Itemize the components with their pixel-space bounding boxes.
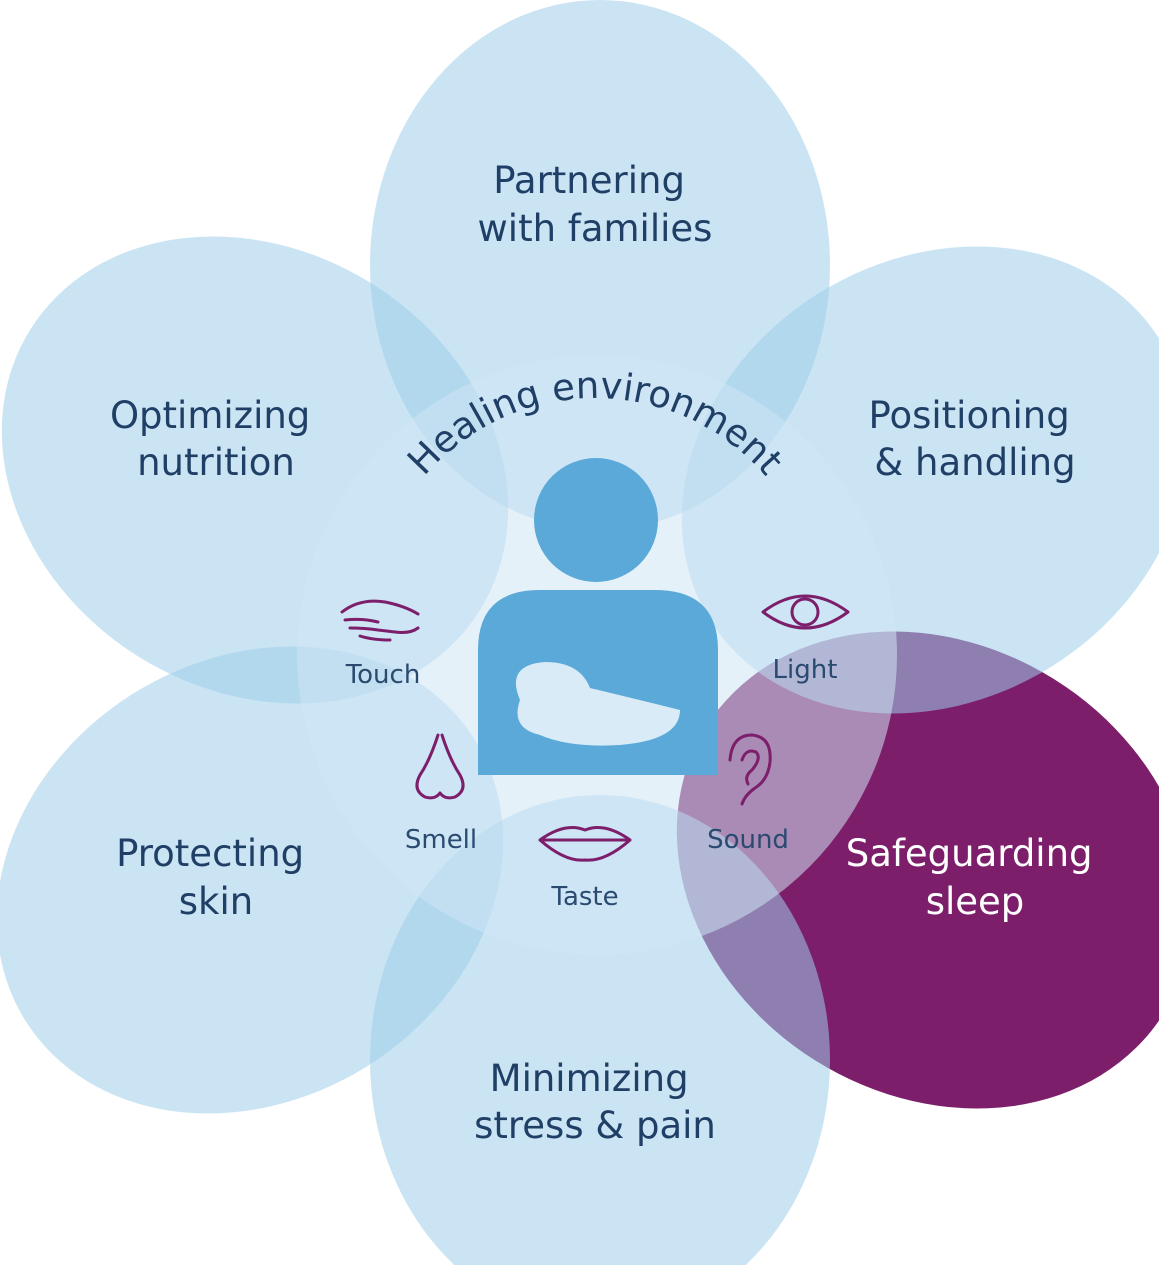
petal-label-upper-right-line2: & handling bbox=[874, 441, 1075, 484]
infant-silhouette bbox=[515, 662, 680, 746]
sense-label-smell: Smell bbox=[405, 825, 477, 855]
petal-label-lower-right-line1: Safeguarding bbox=[846, 832, 1093, 875]
eye-icon bbox=[761, 594, 850, 630]
petal-label-upper-left-line1: Optimizing bbox=[110, 394, 310, 437]
petal-label-top-line2: with families bbox=[478, 207, 713, 250]
nose-icon bbox=[415, 733, 465, 800]
sense-label-taste: Taste bbox=[550, 882, 618, 912]
petal-label-top: Partnering with families bbox=[478, 159, 713, 250]
petal-label-lower-left: Protecting skin bbox=[116, 832, 316, 923]
hand-icon bbox=[340, 599, 420, 642]
petal-label-lower-left-line2: skin bbox=[179, 880, 253, 923]
sense-label-sound: Sound bbox=[707, 825, 789, 855]
light-group: Light bbox=[761, 594, 850, 685]
petal-label-lower-right: Safeguarding sleep bbox=[846, 832, 1105, 923]
petal-label-bottom: Minimizing stress & pain bbox=[474, 1057, 716, 1147]
petal-label-bottom-line1: Minimizing bbox=[490, 1057, 689, 1100]
parent-head bbox=[534, 458, 658, 582]
parent-holding-infant-icon bbox=[478, 458, 718, 775]
ear-icon bbox=[728, 733, 772, 806]
sense-label-light: Light bbox=[773, 655, 838, 685]
smell-group: Smell bbox=[405, 733, 477, 855]
parent-body bbox=[478, 590, 718, 775]
taste-group: Taste bbox=[538, 826, 632, 912]
petal-label-bottom-line2: stress & pain bbox=[474, 1104, 716, 1147]
touch-group: Touch bbox=[340, 599, 421, 690]
petal-label-upper-left-line2: nutrition bbox=[137, 441, 295, 484]
petal-label-lower-right-line2: sleep bbox=[926, 880, 1025, 923]
eye-pupil bbox=[790, 597, 820, 627]
lips-icon bbox=[538, 826, 632, 862]
sound-group: Sound bbox=[707, 733, 789, 855]
petal-label-upper-right-line1: Positioning bbox=[868, 394, 1069, 437]
sense-label-touch: Touch bbox=[345, 660, 421, 690]
petal-label-lower-left-line1: Protecting bbox=[116, 832, 304, 875]
petal-label-upper-left: Optimizing nutrition bbox=[110, 394, 322, 484]
petal-label-upper-right: Positioning & handling bbox=[868, 394, 1081, 484]
petal-label-top-line1: Partnering bbox=[493, 159, 685, 202]
